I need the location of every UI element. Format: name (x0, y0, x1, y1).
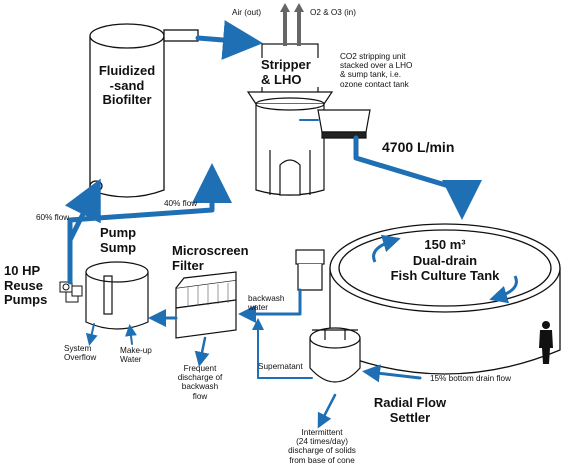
intermittent-discharge-label: Intermittent (24 times/day) discharge of… (288, 428, 356, 465)
radial-flow-settler (309, 327, 361, 383)
air-out-label: Air (out) (232, 8, 262, 17)
person-silhouette (539, 321, 553, 364)
lho-side-box (317, 109, 371, 139)
radial-settler-label: Radial Flow Settler (373, 395, 447, 425)
biofilter-label: Fluidized -sand Biofilter (98, 63, 156, 108)
o2-o3-in-label: O2 & O3 (in) (310, 8, 356, 17)
gas-pipes (280, 3, 304, 46)
bottom-drain-label: 15% bottom drain flow (430, 374, 512, 383)
stripper-label: Stripper & LHO (261, 57, 321, 88)
backwash-water-label: backwash water (248, 294, 285, 313)
flow-60-label: 60% flow (36, 213, 70, 222)
pump-sump (85, 261, 149, 330)
microscreen-filter (175, 271, 237, 339)
system-overflow-label: System Overflow (64, 344, 97, 363)
microscreen-label: Microscreen Filter (172, 243, 249, 273)
tank-name-label: Dual-drain Fish Culture Tank (390, 253, 500, 283)
reuse-pumps-label: 10 HP Reuse Pumps (4, 263, 48, 308)
tank-volume-label: 150 m³ (424, 237, 466, 252)
pump-sump-label: Pump Sump (100, 225, 137, 255)
flow-pipes (64, 20, 482, 429)
co2-stripping-note: CO2 stripping unit stacked over a LHO & … (340, 52, 413, 89)
biofilter-vessel (89, 23, 199, 198)
supernatant-label: Supernatant (258, 362, 303, 371)
flow-rate-label: 4700 L/min (382, 139, 455, 155)
makeup-water-label: Make-up Water (120, 346, 152, 365)
frequent-discharge-label: Frequent discharge of backwash flow (177, 364, 223, 401)
flow-40-label: 40% flow (164, 199, 198, 208)
reuse-pumps (59, 281, 83, 303)
tank-circulation-arrows (372, 234, 518, 304)
center-drain-box (295, 249, 325, 291)
